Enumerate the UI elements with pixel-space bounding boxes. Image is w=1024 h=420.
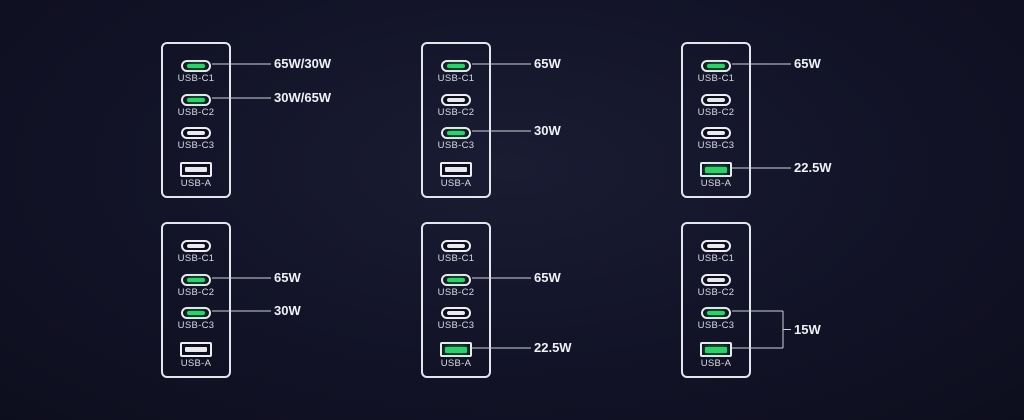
port-active-indicator (187, 64, 205, 68)
port-label: USB-C2 (437, 107, 475, 118)
output-wattage: 65W (274, 270, 301, 285)
port-active-indicator (187, 311, 205, 315)
port-contact (707, 131, 725, 135)
port-active-indicator (445, 347, 467, 353)
usb-c-port-icon (701, 274, 731, 286)
port-active-indicator (707, 311, 725, 315)
usb-c-port-icon (701, 60, 731, 72)
port-label: USB-C2 (437, 287, 475, 298)
usb-a-port-icon (440, 162, 472, 177)
port-active-indicator (187, 278, 205, 282)
usb-a-port-icon (700, 342, 732, 357)
output-wattage: 65W/30W (274, 56, 332, 71)
port-label: USB-A (700, 178, 732, 189)
port-label: USB-C2 (177, 107, 215, 118)
usb-a-port-icon (440, 342, 472, 357)
usb-a-port-icon (180, 342, 212, 357)
port-label: USB-C3 (697, 320, 735, 331)
usb-c-port-icon (181, 127, 211, 139)
port-active-indicator (447, 64, 465, 68)
port-contact (447, 311, 465, 315)
usb-c-port-icon (181, 60, 211, 72)
port-contact (707, 244, 725, 248)
usb-c-port-icon (701, 94, 731, 106)
output-wattage: 65W (794, 56, 821, 71)
output-wattage: 65W (534, 270, 561, 285)
port-contact (447, 98, 465, 102)
port-contact (707, 98, 725, 102)
port-contact (187, 244, 205, 248)
port-label: USB-A (180, 358, 212, 369)
output-wattage: 30W (534, 123, 561, 138)
output-wattage: 30W/65W (274, 90, 332, 105)
port-active-indicator (705, 167, 727, 173)
port-label: USB-C1 (697, 73, 735, 84)
port-label: USB-C2 (697, 107, 735, 118)
output-wattage: 15W (794, 321, 821, 337)
usb-c-port-icon (181, 240, 211, 252)
output-wattage: 65W (534, 56, 561, 71)
port-label: USB-C3 (177, 140, 215, 151)
port-label: USB-A (700, 358, 732, 369)
port-contact (185, 347, 207, 352)
port-label: USB-C3 (177, 320, 215, 331)
port-label: USB-C1 (437, 73, 475, 84)
usb-c-port-icon (441, 240, 471, 252)
usb-c-port-icon (181, 307, 211, 319)
port-label: USB-C3 (697, 140, 735, 151)
usb-a-port-icon (700, 162, 732, 177)
port-label: USB-C1 (177, 73, 215, 84)
port-active-indicator (447, 131, 465, 135)
port-label: USB-C2 (697, 287, 735, 298)
usb-c-port-icon (701, 307, 731, 319)
usb-a-port-icon (180, 162, 212, 177)
port-contact (447, 244, 465, 248)
port-active-indicator (707, 64, 725, 68)
usb-c-port-icon (181, 274, 211, 286)
port-active-indicator (187, 98, 205, 102)
port-label: USB-C3 (437, 320, 475, 331)
port-contact (445, 167, 467, 172)
output-wattage: 22.5W (794, 160, 832, 175)
port-contact (185, 167, 207, 172)
port-label: USB-A (440, 178, 472, 189)
port-active-indicator (705, 347, 727, 353)
output-wattage: 22.5W (534, 340, 572, 355)
usb-c-port-icon (441, 127, 471, 139)
port-label: USB-C2 (177, 287, 215, 298)
usb-c-port-icon (701, 127, 731, 139)
port-active-indicator (447, 278, 465, 282)
usb-c-port-icon (441, 94, 471, 106)
port-contact (707, 278, 725, 282)
usb-c-port-icon (441, 307, 471, 319)
usb-c-port-icon (441, 274, 471, 286)
usb-c-port-icon (181, 94, 211, 106)
output-wattage: 30W (274, 303, 301, 318)
usb-c-port-icon (441, 60, 471, 72)
port-label: USB-C3 (437, 140, 475, 151)
port-contact (187, 131, 205, 135)
port-label: USB-C1 (437, 253, 475, 264)
port-label: USB-C1 (177, 253, 215, 264)
port-label: USB-A (180, 178, 212, 189)
port-label: USB-C1 (697, 253, 735, 264)
port-label: USB-A (440, 358, 472, 369)
usb-c-port-icon (701, 240, 731, 252)
